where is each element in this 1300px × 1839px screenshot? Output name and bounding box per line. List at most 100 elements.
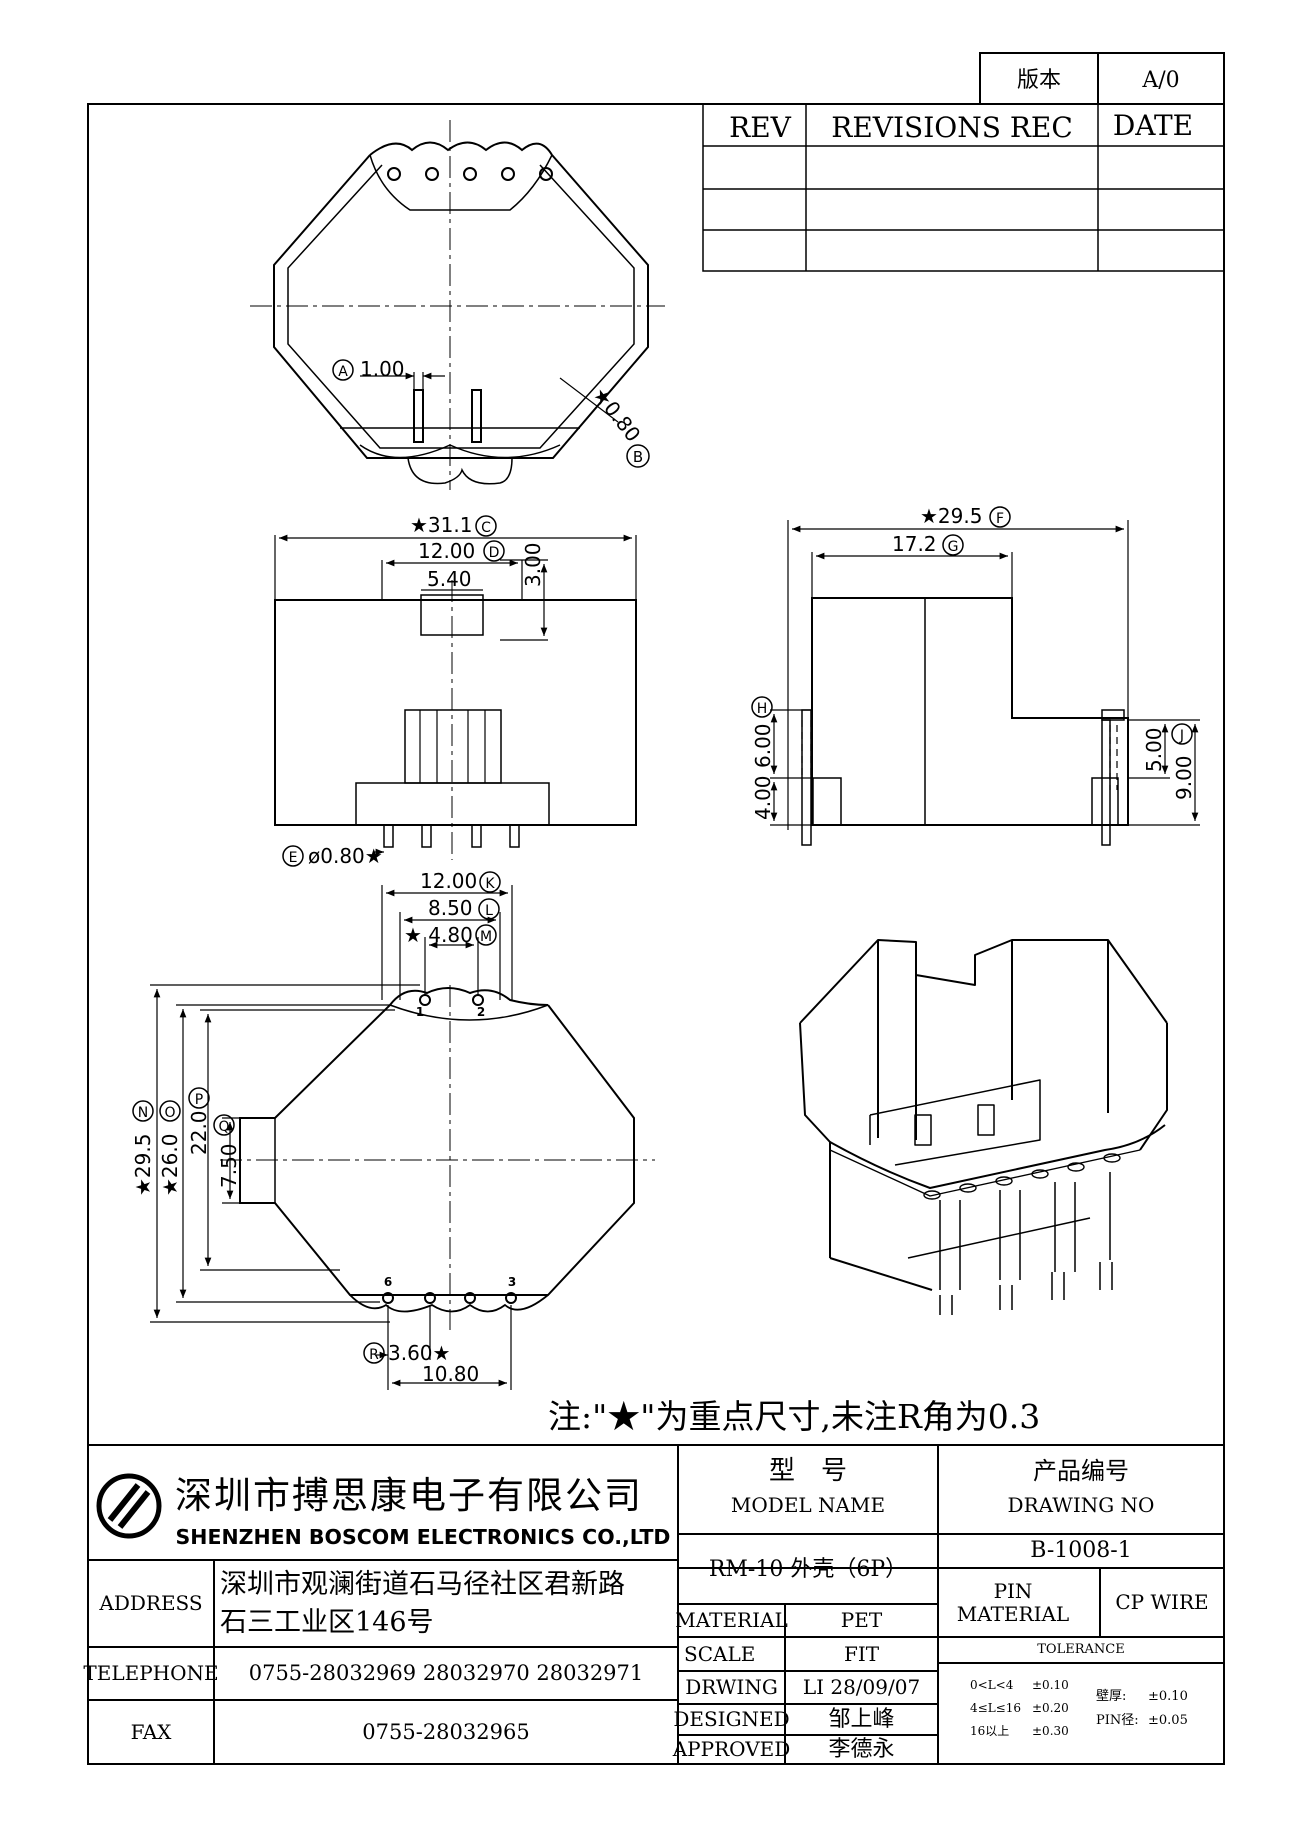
- dim-b-value: ★0.80: [588, 382, 645, 446]
- dim-d-value: 12.00: [418, 539, 475, 563]
- side-view-dims: [770, 520, 1200, 830]
- pin-material-label: PIN MATERIAL: [956, 1579, 1070, 1626]
- dim-marker-a-circle: [332, 359, 354, 381]
- dim-d-sub-value: 5.40: [427, 567, 472, 591]
- revision-header-rev: REV: [729, 111, 792, 144]
- dim-marker-e-circle: [282, 845, 304, 867]
- dim-marker-k-circle: [479, 871, 501, 893]
- pin-tolerance-label: PIN径:: [1096, 1712, 1139, 1728]
- dim-marker-q: Q: [218, 1119, 229, 1135]
- tolerance-range-1: 0<L<4: [970, 1678, 1014, 1693]
- dim-marker-j: J: [1179, 728, 1184, 744]
- address-label: ADDRESS: [99, 1591, 203, 1615]
- approved-value: 李德永: [828, 1736, 895, 1762]
- pin-number-3: 3: [508, 1275, 516, 1289]
- revision-table: [702, 103, 1225, 272]
- front-view: [274, 594, 637, 848]
- dim-marker-r: R: [369, 1347, 379, 1363]
- drawing-no-value: B-1008-1: [1030, 1538, 1132, 1564]
- dim-j-sub-value: 5.00: [1142, 727, 1166, 772]
- fax-label: FAX: [130, 1719, 172, 1744]
- tolerance-value-3: ±0.30: [1032, 1724, 1069, 1739]
- title-block-grid: [88, 1444, 1224, 1764]
- dim-marker-c: C: [481, 520, 491, 536]
- dim-marker-l: L: [485, 903, 493, 919]
- dim-o-value: ★26.0: [158, 1134, 182, 1196]
- tolerance-value-1: ±0.10: [1032, 1678, 1069, 1693]
- drwing-value: LI 28/09/07: [802, 1675, 921, 1699]
- dim-marker-r-circle: [363, 1342, 385, 1364]
- dim-marker-j-circle: [1171, 723, 1193, 745]
- dim-marker-f: F: [996, 511, 1004, 527]
- drwing-label: DRWING: [685, 1675, 778, 1699]
- dim-marker-f-circle: [989, 506, 1011, 528]
- scale-label: SCALE: [684, 1641, 756, 1666]
- dim-marker-c-circle: [475, 515, 497, 537]
- dim-marker-a: A: [338, 364, 348, 380]
- model-label-en: MODEL NAME: [730, 1492, 886, 1517]
- pin-tolerance-value: ±0.05: [1148, 1712, 1188, 1728]
- dim-marker-k: K: [485, 876, 495, 892]
- wall-tolerance-label: 壁厚:: [1096, 1688, 1127, 1704]
- dim-h-value: 6.00: [751, 723, 775, 768]
- front-view-dims: [274, 534, 637, 856]
- drawing-note: 注:"★"为重点尺寸,未注R角为0.3: [548, 1397, 1040, 1436]
- designed-value: 邹上峰: [828, 1706, 895, 1732]
- fax-value: 0755-28032965: [362, 1719, 530, 1744]
- pin-number-6: 6: [384, 1275, 392, 1289]
- isometric-view: [799, 939, 1168, 1315]
- revision-header-date: DATE: [1113, 109, 1193, 142]
- dim-g-value: 17.2: [892, 532, 937, 556]
- pin-number-2: 2: [477, 1005, 485, 1019]
- version-value: A/0: [1141, 68, 1179, 93]
- dim-a-lines: [360, 372, 619, 423]
- company-name-cn: 深圳市搏思康电子有限公司: [175, 1473, 643, 1517]
- dim-n-value: ★29.5: [131, 1134, 155, 1196]
- dim-marker-h: H: [757, 701, 768, 717]
- scale-value: FIT: [843, 1641, 880, 1666]
- pin-material-value: CP WIRE: [1115, 1590, 1209, 1614]
- dim-f-value: ★29.5: [920, 504, 982, 528]
- dim-marker-q-circle: [213, 1114, 235, 1136]
- tolerance-label: TOLERANCE: [1037, 1641, 1125, 1657]
- dim-marker-d-circle: [483, 540, 505, 562]
- bottom-view-centerlines: [220, 985, 655, 1330]
- designed-label: DESIGNED: [673, 1707, 790, 1731]
- company-name-en: SHENZHEN BOSCOM ELECTRONICS CO.,LTD: [175, 1525, 671, 1550]
- dim-marker-n-circle: [132, 1100, 154, 1122]
- side-view-hidden: [801, 720, 1118, 790]
- version-label: 版本: [1017, 68, 1061, 93]
- dim-r-value: 3.60★: [388, 1341, 450, 1365]
- model-value: RM-10 外壳（6P）: [708, 1557, 908, 1583]
- bottom-view-dims: [150, 885, 513, 1390]
- dim-q-value: 7.50: [217, 1143, 241, 1188]
- drawing-no-label-en: DRAWING NO: [1007, 1492, 1155, 1517]
- dim-e-value: ø0.80★: [308, 844, 383, 868]
- dim-marker-l-circle: [478, 898, 500, 920]
- dim-p-value: 22.0: [187, 1110, 211, 1155]
- dim-marker-b-circle: [626, 444, 650, 468]
- top-view: [273, 141, 649, 485]
- dim-marker-m: M: [480, 929, 492, 945]
- material-label: MATERIAL: [675, 1608, 788, 1632]
- dim-marker-b: B: [633, 448, 643, 466]
- dim-marker-m-circle: [475, 924, 497, 946]
- dim-r-span-value: 10.80: [422, 1362, 479, 1386]
- dim-marker-p-circle: [188, 1087, 210, 1109]
- company-logo-icon: [96, 1473, 162, 1539]
- revision-header-rec: REVISIONS REC: [831, 111, 1073, 144]
- dim-marker-g: G: [948, 539, 959, 555]
- dim-m-value: ★ 4.80: [404, 923, 473, 947]
- address-line-1: 深圳市观澜街道石马径社区君新路: [220, 1569, 625, 1601]
- dim-k-value: 12.00: [420, 869, 477, 893]
- dim-marker-n: N: [138, 1105, 148, 1121]
- bottom-view: [239, 987, 635, 1313]
- dim-marker-o-circle: [159, 1100, 181, 1122]
- dim-h-base-value: 4.00: [751, 775, 775, 820]
- wall-tolerance-value: ±0.10: [1148, 1688, 1188, 1704]
- dim-marker-e: E: [289, 850, 298, 866]
- dim-c-value: ★31.1: [410, 513, 472, 537]
- model-label-cn: 型 号: [768, 1456, 847, 1487]
- approved-label: APPROVED: [672, 1737, 791, 1761]
